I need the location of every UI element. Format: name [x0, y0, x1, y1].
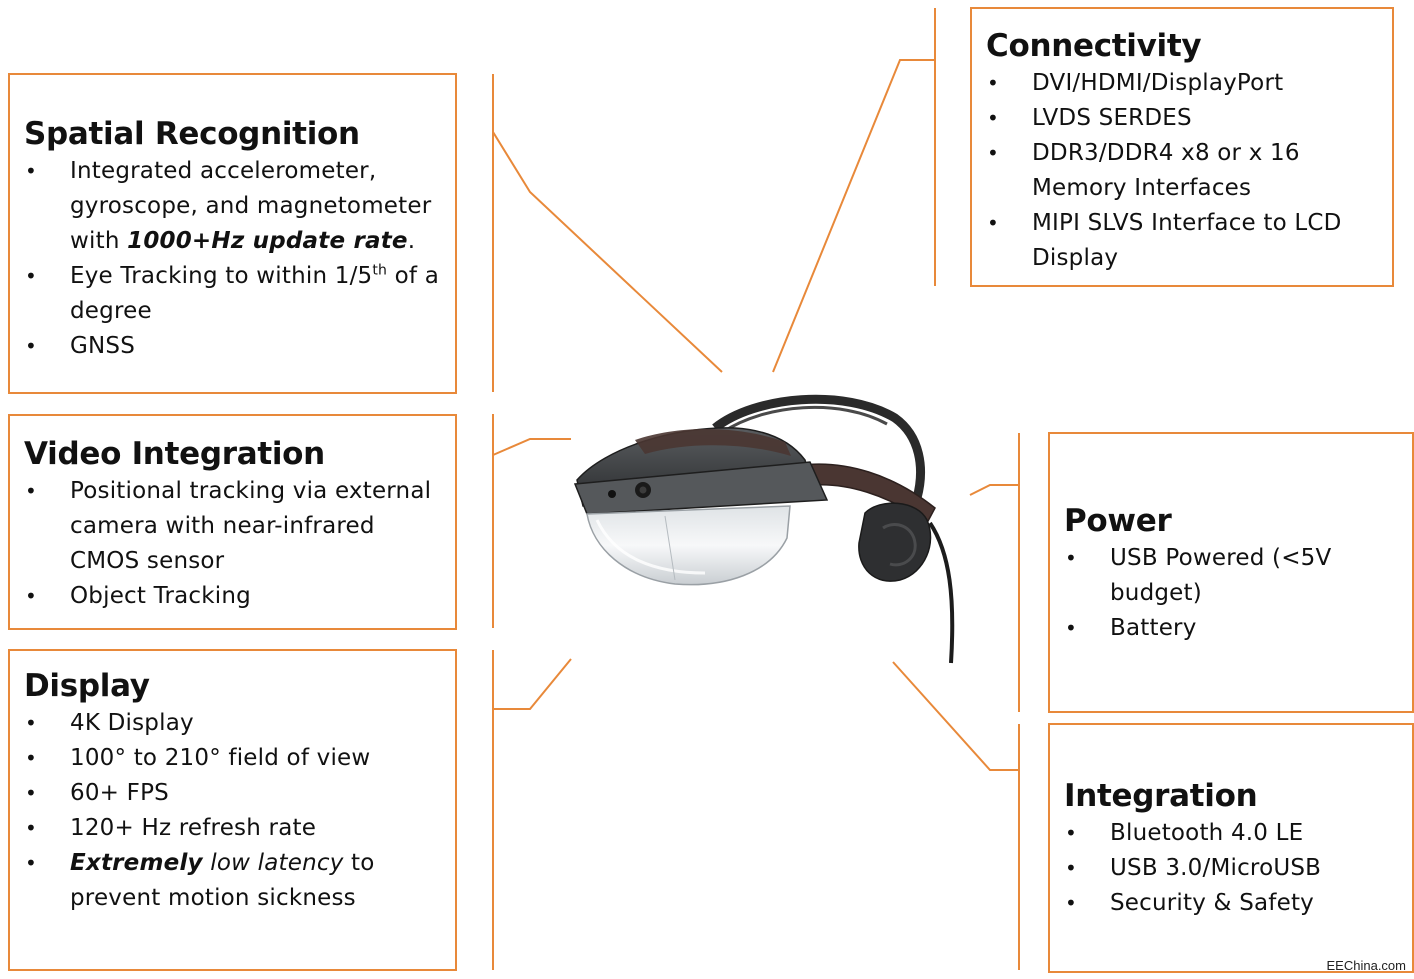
- power-list: USB Powered (<5V budget) Battery: [1064, 541, 1402, 646]
- list-item: Positional tracking via external camera …: [24, 474, 445, 579]
- video-integration-box: Video Integration Positional tracking vi…: [8, 414, 457, 630]
- connector-power: [969, 433, 1020, 712]
- list-item: Security & Safety: [1064, 886, 1402, 921]
- display-box: Display 4K Display 100° to 210° field of…: [8, 649, 457, 971]
- list-item: USB Powered (<5V budget): [1064, 541, 1402, 611]
- connectivity-box: Connectivity DVI/HDMI/DisplayPort LVDS S…: [970, 7, 1394, 287]
- list-item: 60+ FPS: [24, 776, 445, 811]
- integration-box: Integration Bluetooth 4.0 LE USB 3.0/Mic…: [1048, 723, 1414, 973]
- video-integration-title: Video Integration: [24, 436, 325, 472]
- list-item: 100° to 210° field of view: [24, 741, 445, 776]
- list-item: Bluetooth 4.0 LE: [1064, 816, 1402, 851]
- display-list: 4K Display 100° to 210° field of view 60…: [24, 706, 445, 916]
- connectivity-list: DVI/HDMI/DisplayPort LVDS SERDES DDR3/DD…: [986, 66, 1382, 276]
- list-item: GNSS: [24, 329, 445, 364]
- list-item: Extremely low latency to prevent motion …: [24, 846, 445, 916]
- connector-spatial: [492, 74, 723, 392]
- spatial-recognition-list: Integrated accelerometer, gyroscope, and…: [24, 154, 445, 364]
- list-item: Object Tracking: [24, 579, 445, 614]
- video-integration-list: Positional tracking via external camera …: [24, 474, 445, 614]
- list-item: MIPI SLVS Interface to LCD Display: [986, 206, 1382, 276]
- connectivity-title: Connectivity: [986, 28, 1202, 64]
- list-item: Battery: [1064, 611, 1402, 646]
- display-title: Display: [24, 668, 150, 704]
- spatial-recognition-title: Spatial Recognition: [24, 116, 360, 152]
- connector-video: [492, 414, 571, 628]
- list-item: DDR3/DDR4 x8 or x 16 Memory Interfaces: [986, 136, 1382, 206]
- list-item: LVDS SERDES: [986, 101, 1382, 136]
- list-item: Eye Tracking to within 1/5th of a degree: [24, 259, 445, 329]
- watermark: EEChina.com: [1326, 958, 1406, 973]
- list-item: USB 3.0/MicroUSB: [1064, 851, 1402, 886]
- connector-display: [492, 650, 572, 970]
- integration-title: Integration: [1064, 778, 1258, 814]
- list-item: Integrated accelerometer, gyroscope, and…: [24, 154, 445, 259]
- integration-list: Bluetooth 4.0 LE USB 3.0/MicroUSB Securi…: [1064, 816, 1402, 921]
- connector-integration: [892, 661, 1020, 970]
- list-item: 4K Display: [24, 706, 445, 741]
- ar-headset-image: [573, 394, 955, 664]
- power-title: Power: [1064, 503, 1172, 539]
- connector-connectivity: [772, 8, 936, 373]
- spatial-recognition-box: Spatial Recognition Integrated accelerom…: [8, 73, 457, 394]
- power-box: Power USB Powered (<5V budget) Battery: [1048, 432, 1414, 713]
- list-item: DVI/HDMI/DisplayPort: [986, 66, 1382, 101]
- list-item: 120+ Hz refresh rate: [24, 811, 445, 846]
